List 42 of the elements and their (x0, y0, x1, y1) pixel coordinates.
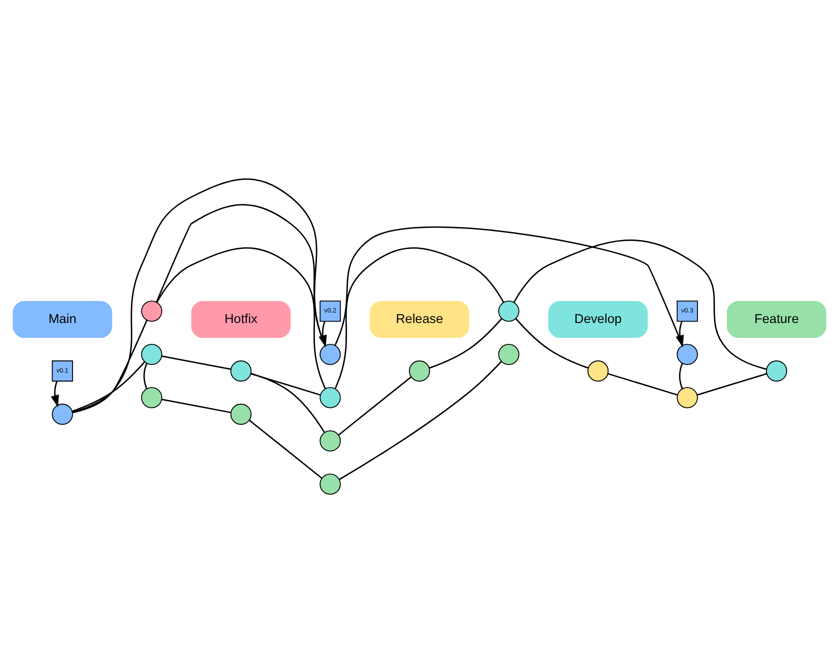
connector (162, 398, 231, 413)
connector (513, 239, 767, 370)
connector (250, 372, 321, 396)
connector (156, 203, 326, 346)
legend-label: Main (48, 310, 76, 326)
node-circle (766, 360, 788, 382)
node-circle (230, 403, 252, 424)
node-circle (320, 386, 341, 408)
node-circle (52, 403, 73, 424)
node-circle (230, 360, 252, 382)
connector (72, 360, 146, 412)
node-circle (141, 386, 162, 408)
connector (608, 372, 678, 396)
connector (250, 372, 325, 432)
connector (429, 318, 502, 368)
connector (248, 419, 322, 478)
node-circle (320, 473, 341, 494)
connector (162, 355, 231, 370)
connector (72, 320, 148, 412)
node-circle (587, 360, 609, 382)
connector (338, 360, 502, 480)
connector (679, 362, 683, 388)
node-circle (676, 343, 698, 365)
node-circle (141, 300, 162, 322)
node-circle (320, 343, 341, 365)
connector (515, 318, 588, 368)
node-circle (498, 300, 520, 322)
legend-label: Hotfix (224, 310, 258, 326)
connector (143, 362, 148, 388)
connector (334, 226, 684, 346)
node-circle (408, 360, 430, 382)
node-circle (676, 386, 698, 408)
legend-label: Release (396, 310, 444, 326)
node-circle (498, 343, 520, 365)
arrow (50, 380, 59, 407)
node-circle (141, 343, 162, 365)
connector (334, 246, 504, 389)
legend-label: Feature (754, 310, 799, 326)
node-circle (320, 430, 341, 452)
connector (697, 372, 768, 396)
legend-label: Develop (574, 310, 622, 326)
connector (338, 376, 412, 436)
